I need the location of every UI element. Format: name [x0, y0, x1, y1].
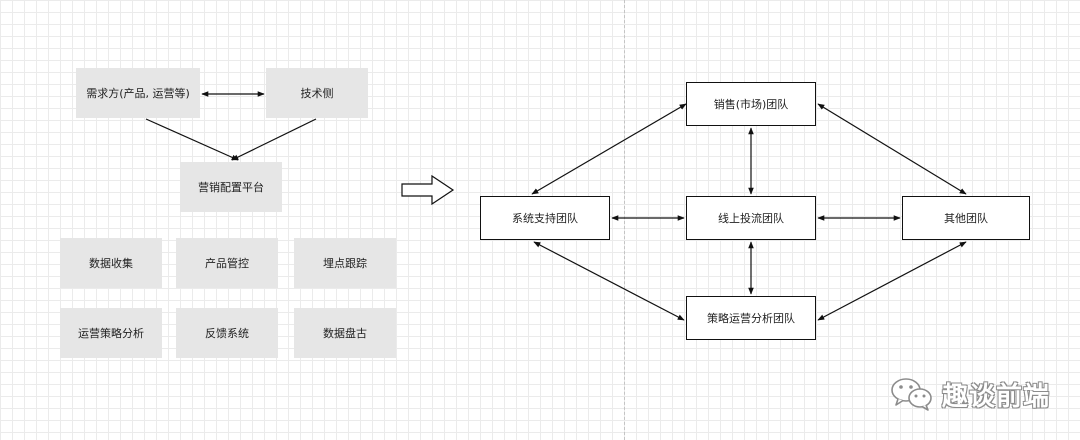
demand-platform-connector	[145, 118, 239, 161]
strategy-team-node: 策略运营分析团队	[686, 296, 816, 340]
other-strategy-connector	[817, 241, 967, 321]
sales-team-node: 销售(市场)团队	[686, 82, 816, 126]
transition-arrow	[401, 174, 455, 206]
module-node: 数据收集	[60, 238, 162, 288]
module-node: 数据盘古	[294, 308, 396, 358]
sales-support-connector	[531, 103, 687, 195]
module-node: 运营策略分析	[60, 308, 162, 358]
tech-side-node: 技术侧	[266, 68, 368, 118]
module-node: 埋点跟踪	[294, 238, 396, 288]
tech-platform-connector	[231, 118, 317, 161]
wechat-icon	[891, 378, 932, 411]
online-delivery-team-node: 线上投流团队	[686, 196, 816, 240]
other-team-node: 其他团队	[902, 196, 1030, 240]
module-node: 反馈系统	[176, 308, 278, 358]
demand-side-node: 需求方(产品, 运营等)	[76, 68, 200, 118]
support-strategy-connector	[533, 241, 685, 321]
watermark-text: 趣谈前端	[942, 381, 1051, 412]
module-node: 产品管控	[176, 238, 278, 288]
sales-other-connector	[817, 103, 967, 195]
platform-node: 营销配置平台	[180, 162, 282, 212]
system-support-team-node: 系统支持团队	[480, 196, 610, 240]
watermark: 趣谈前端	[890, 373, 1050, 415]
